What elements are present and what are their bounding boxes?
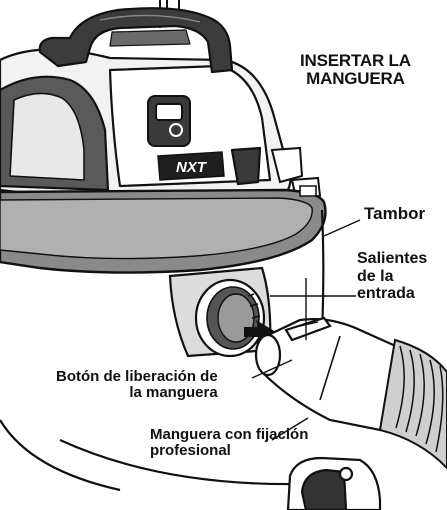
lugs-line-3: entrada [357, 285, 415, 303]
lugs-line-1: Salientes [357, 250, 428, 267]
label-inlet-lugs: Salientes de la entrada [357, 250, 427, 303]
instruction-title: INSERTAR LA MANGUERA [300, 52, 411, 88]
title-line-2: MANGUERA [306, 68, 405, 88]
svg-text:NXT: NXT [176, 159, 208, 176]
brand-logo: NXT [157, 151, 225, 181]
lugs-line-2: de la [357, 267, 394, 285]
hose-line-1: Manguera con fijación [150, 426, 309, 443]
accessory-fragment [286, 456, 382, 510]
release-line-2: la manguera [129, 383, 218, 401]
drum-lid [0, 185, 327, 274]
drum-inlet [168, 266, 272, 358]
title-line-1: INSERTAR LA [300, 51, 411, 70]
insert-arrow [244, 320, 276, 344]
release-line-1: Botón de liberación de [56, 368, 218, 385]
hose-cuff [254, 316, 402, 432]
power-switch [147, 95, 191, 147]
label-release-button: Botón de liberación de la manguera [56, 369, 218, 401]
leader-lines [251, 219, 361, 441]
label-drum: Tambor [364, 204, 426, 223]
motor-head [0, 48, 292, 202]
carry-handle [38, 7, 234, 74]
label-pro-hose: Manguera con fijación profesional [150, 427, 308, 459]
hose-line-2: profesional [150, 441, 231, 459]
